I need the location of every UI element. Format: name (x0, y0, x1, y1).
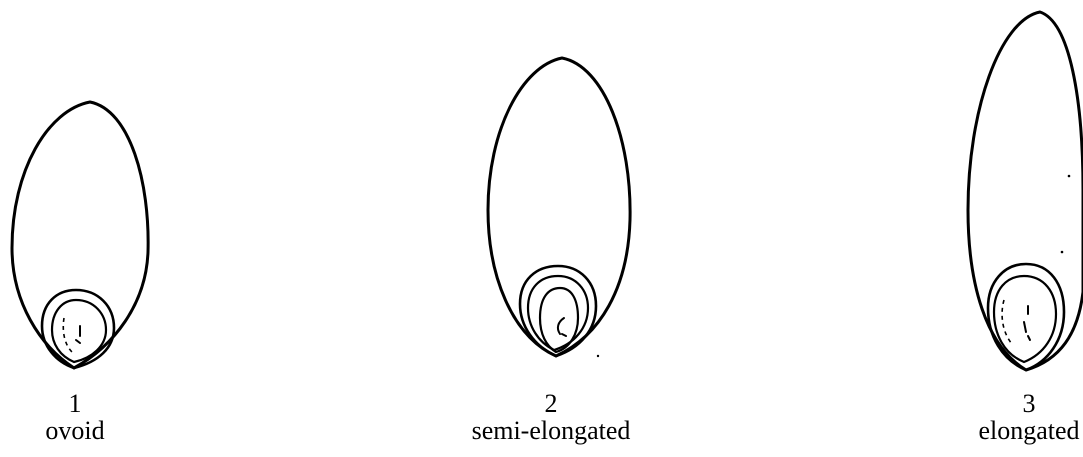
embryo-mark (76, 326, 80, 343)
seed-elongated (968, 12, 1083, 370)
seed-shape-label: semi-elongated (431, 417, 671, 444)
embryo-detail (63, 318, 72, 352)
embryo-mark (1024, 306, 1030, 340)
embryo-outer (520, 266, 596, 356)
seed-shape-label: ovoid (0, 417, 195, 444)
embryo-mark (558, 318, 566, 336)
speck (1061, 251, 1064, 254)
seed-ovoid (12, 102, 148, 368)
speck (1068, 175, 1071, 178)
speck (597, 355, 599, 357)
embryo-outer (988, 264, 1064, 370)
embryo-core (540, 288, 578, 352)
seed-number: 1 (0, 390, 195, 417)
seed-outline (488, 58, 630, 356)
caption-ovoid: 1 ovoid (0, 390, 195, 444)
embryo-detail (1002, 300, 1012, 344)
seed-number: 3 (909, 390, 1083, 417)
caption-elongated: 3 elongated (909, 390, 1083, 444)
seed-number: 2 (431, 390, 671, 417)
caption-semi-elongated: 2 semi-elongated (431, 390, 671, 444)
seed-shape-label: elongated (909, 417, 1083, 444)
seed-semi-elongated (488, 58, 630, 357)
seed-outline (968, 12, 1083, 370)
